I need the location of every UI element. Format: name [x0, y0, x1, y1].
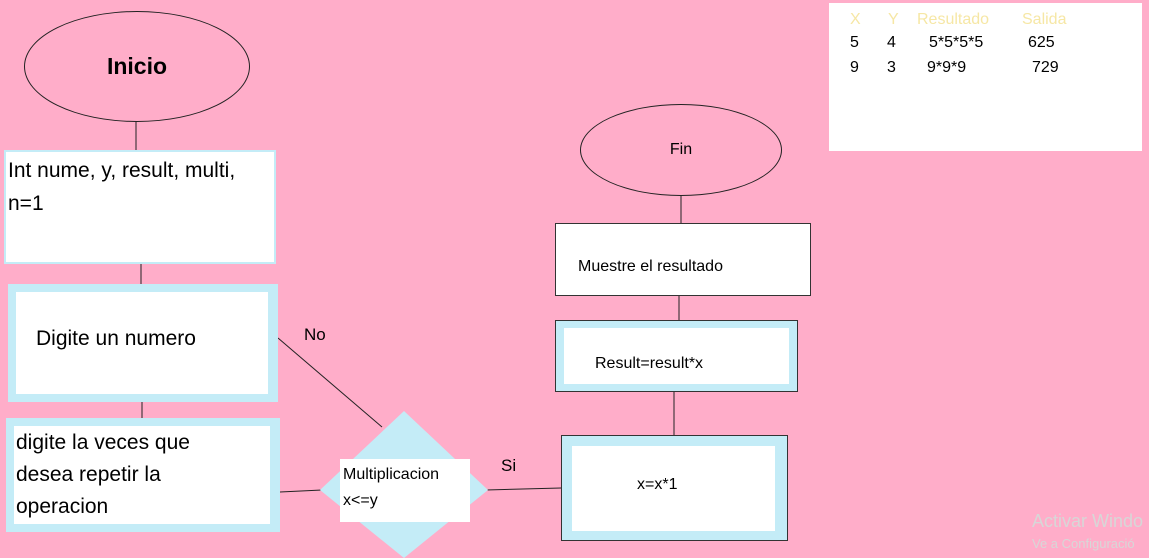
input-repeat-line-3: operacion	[16, 495, 109, 518]
trace-row-2-x: 9	[850, 59, 859, 76]
input-repeat-line-1: digite la veces que	[16, 431, 190, 454]
trace-row-1-salida: 625	[1028, 34, 1055, 51]
connector-si-path	[485, 487, 562, 491]
trace-row-2-salida: 729	[1032, 59, 1059, 76]
trace-row-2-y: 3	[887, 59, 896, 76]
trace-table-panel: X Y Resultado Salida 5 4 5*5*5*5 625 9 3…	[829, 3, 1142, 151]
connector-no-path	[277, 337, 383, 428]
process-result-inner	[564, 328, 789, 384]
trace-row-1-x: 5	[850, 34, 859, 51]
edge-label-si: Si	[501, 456, 517, 475]
input-number-label: Digite un numero	[36, 327, 196, 350]
process-x-box: x=x*1	[561, 435, 788, 541]
activation-watermark-line-2: Ve a Configuració	[1032, 536, 1135, 551]
end-label: Fin	[669, 141, 693, 158]
end-ellipse: Fin	[580, 104, 782, 196]
process-result-box: Result=result*x	[555, 320, 798, 392]
decision-label-bg	[340, 459, 470, 522]
connector-repeat-decision	[279, 489, 323, 493]
trace-header-salida: Salida	[1022, 11, 1067, 28]
input-number-inner	[16, 292, 268, 394]
declaration-box: Int nume, y, result, multi, n=1	[4, 150, 276, 264]
trace-row-1-y: 4	[887, 34, 896, 51]
declaration-line-2: n=1	[8, 192, 44, 215]
process-result-label: Result=result*x	[595, 355, 704, 372]
trace-row-1-resultado: 5*5*5*5	[929, 34, 984, 51]
output-box: Muestre el resultado	[555, 223, 811, 296]
trace-row-2-resultado: 9*9*9	[927, 59, 967, 76]
trace-header-resultado: Resultado	[917, 11, 990, 28]
process-x-label: x=x*1	[637, 476, 678, 493]
input-repeat-inner	[14, 426, 270, 524]
process-x-inner	[572, 446, 775, 531]
input-number-box: Digite un numero	[8, 284, 278, 402]
trace-header-x: X	[850, 11, 861, 28]
decision-label-line-1: Multiplicacion	[343, 466, 440, 483]
input-repeat-line-2: desea repetir la	[16, 463, 161, 486]
output-label: Muestre el resultado	[578, 258, 723, 275]
input-repeat-box: digite la veces que desea repetir la ope…	[6, 418, 280, 532]
declaration-line-1: Int nume, y, result, multi,	[8, 159, 236, 182]
decision-label-line-2: x<=y	[343, 492, 378, 509]
trace-header-y: Y	[888, 11, 899, 28]
start-label: Inicio	[106, 53, 168, 79]
activation-watermark-line-1: Activar Windo	[1032, 511, 1144, 531]
start-ellipse: Inicio	[24, 11, 250, 122]
edge-label-no: No	[304, 325, 326, 344]
